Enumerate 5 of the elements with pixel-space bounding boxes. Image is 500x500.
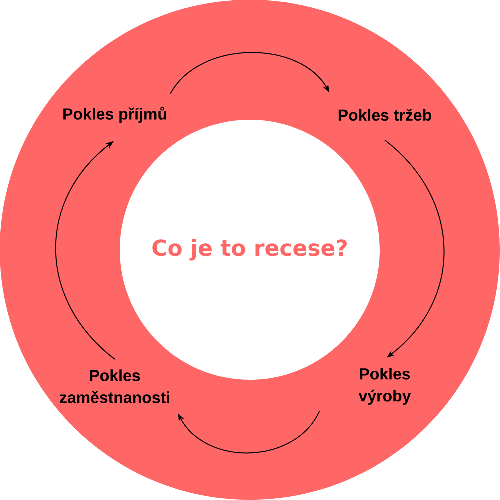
stage-label: Pokles zaměstnanosti: [60, 370, 170, 404]
stage-label: Pokles výroby: [358, 368, 412, 405]
stage-label: Pokles tržeb: [338, 108, 432, 122]
curved-arrow: [178, 410, 320, 454]
stage-label: Pokles příjmů: [64, 106, 166, 124]
